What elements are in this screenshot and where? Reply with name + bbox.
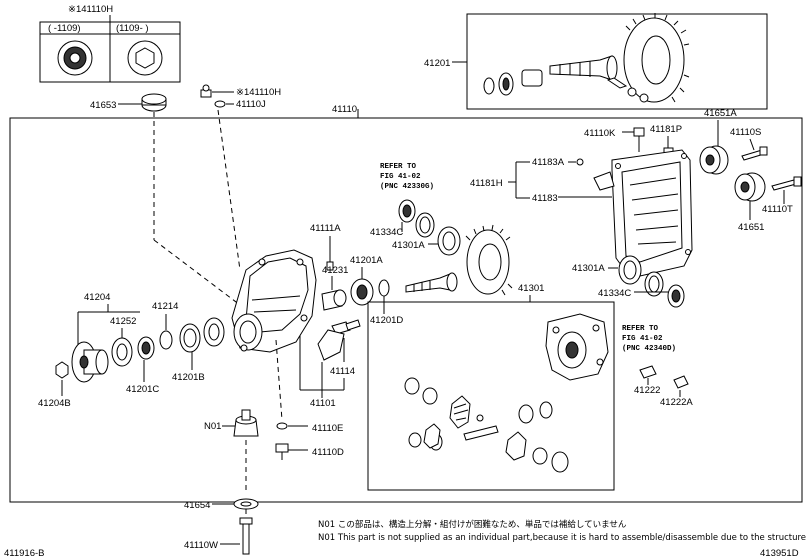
ref2-line2: FIG 41-02 [622,335,663,343]
label-41110H-main[interactable]: ※141110H [236,87,281,98]
label-41110[interactable]: 41110 [332,104,357,115]
label-41201A[interactable]: 41201A [350,255,383,266]
label-41183A[interactable]: 41183A [532,157,565,168]
label-41181P[interactable]: 41181P [650,124,682,135]
label-41204[interactable]: 41204 [84,292,110,303]
breather-plug [200,84,226,108]
label-41183[interactable]: 41183 [532,193,558,204]
label-41201C[interactable]: 41201C [126,384,159,395]
label-41222A[interactable]: 41222A [660,397,693,408]
label-41301[interactable]: 41301 [518,283,544,294]
footer-left-code: 411916-B [4,548,45,559]
assembly-41110-box [9,117,803,503]
ref1-line1: REFER TO [380,163,417,171]
note-english: N01 This part is not supplied as an indi… [318,533,806,543]
differential-case-box [367,301,615,491]
inset-box: ※141110H ( -1109) (1109- ) [39,4,181,83]
label-41110D[interactable]: 41110D [312,447,344,458]
label-41231[interactable]: 41231 [322,265,348,276]
label-41110E[interactable]: 41110E [312,423,343,434]
label-41252[interactable]: 41252 [110,316,136,327]
label-41110W[interactable]: 41110W [184,540,218,551]
label-41201B[interactable]: 41201B [172,372,205,383]
inset-title[interactable]: ※141110H [68,4,113,15]
label-41301A-lower[interactable]: 41301A [572,263,605,274]
label-41301A-upper[interactable]: 41301A [392,240,425,251]
label-41651A[interactable]: 41651A [704,108,737,119]
inset-col2: (1109- ) [116,23,149,34]
label-41334C-lower[interactable]: 41334C [598,288,631,299]
label-41110T[interactable]: 41110T [762,204,793,215]
label-41110S[interactable]: 41110S [730,127,761,138]
differential-carrier-housing [231,249,317,353]
label-41222[interactable]: 41222 [634,385,660,396]
label-41201[interactable]: 41201 [424,58,450,69]
footer-right-code: 413951D [760,548,799,559]
ref2-line3: (PNC 42340D) [622,345,676,353]
label-41101[interactable]: 41101 [310,398,336,409]
ref1-line3: (PNC 42330G) [380,183,434,191]
label-41114[interactable]: 41114 [330,366,355,377]
note-japanese: N01 この部品は、構造上分解・組付けが困難なため、単品では補給していません [318,519,627,530]
label-41651[interactable]: 41651 [738,222,764,233]
label-41204B[interactable]: 41204B [38,398,71,409]
ref1-line2: FIG 41-02 [380,173,421,181]
label-41181H[interactable]: 41181H [470,178,503,189]
label-41653[interactable]: 41653 [90,100,116,111]
ref2-line1: REFER TO [622,325,659,333]
label-41110K[interactable]: 41110K [584,128,616,139]
label-41201D[interactable]: 41201D [370,315,403,326]
label-41110J[interactable]: 41110J [236,99,266,110]
label-N01[interactable]: N01 [204,421,221,432]
inset-col1: ( -1109) [48,23,81,34]
label-41654[interactable]: 41654 [184,500,210,511]
label-41214[interactable]: 41214 [152,301,178,312]
label-41111A[interactable]: 41111A [310,223,341,234]
label-41334C-upper[interactable]: 41334C [370,227,403,238]
ring-pinion-gear-box: 41201 [424,13,768,110]
